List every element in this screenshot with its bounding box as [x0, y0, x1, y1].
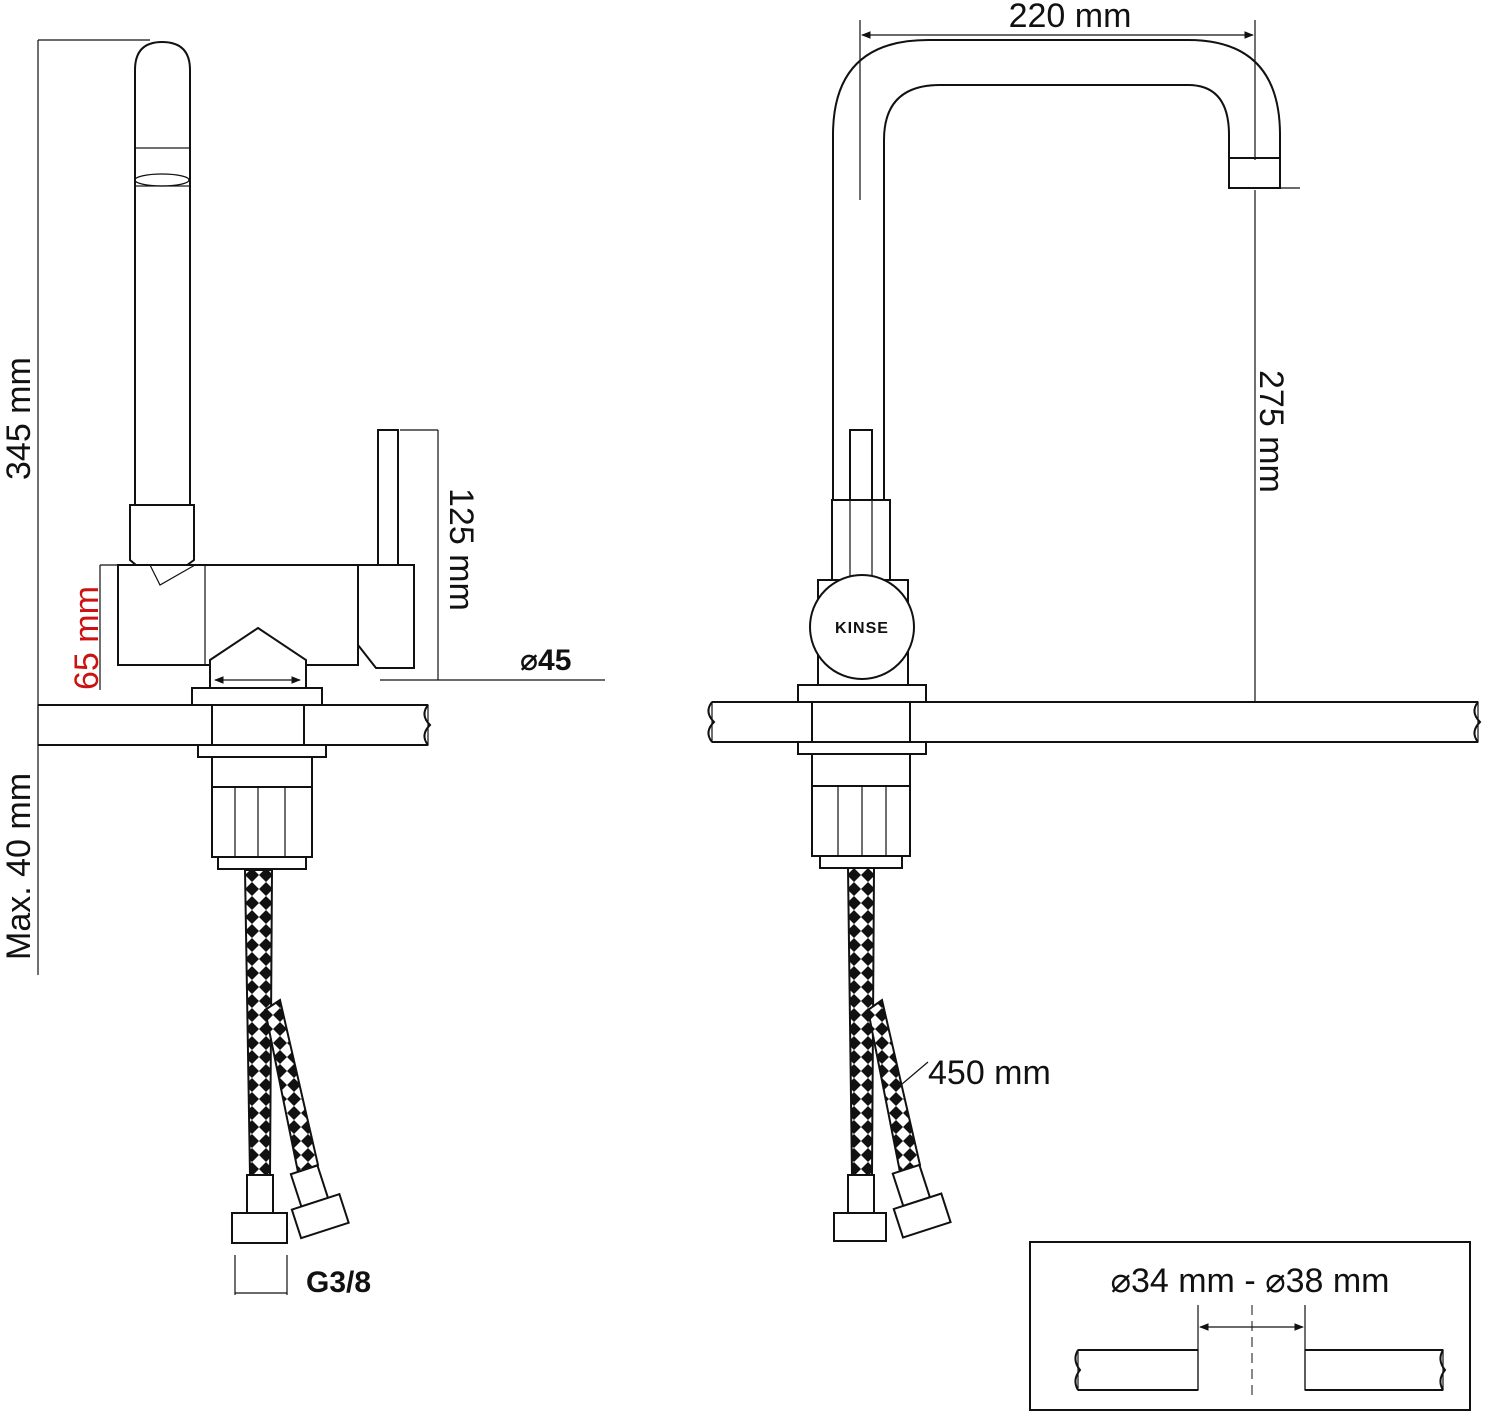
- logo-disc: [809, 574, 915, 680]
- connection-label: G3/8: [306, 1266, 371, 1299]
- spout-arc: [832, 39, 1281, 505]
- spout-column: [134, 40, 191, 505]
- hole-diameter-label: ⌀34 mm - ⌀38 mm: [1111, 1262, 1390, 1300]
- spout-reach-label: 220 mm: [1009, 0, 1132, 35]
- hole-diameter-inset: [1029, 1241, 1471, 1411]
- hose-right-2: [866, 998, 922, 1174]
- side-view: [37, 39, 605, 1295]
- brand-logo: KINSE: [835, 620, 889, 637]
- spout-height-label: 275 mm: [1252, 370, 1290, 493]
- hose-left-2: [263, 998, 320, 1174]
- max-thickness-label: Max. 40 mm: [0, 773, 38, 960]
- hose-length-label: 450 mm: [928, 1054, 1051, 1092]
- total-height-label: 345 mm: [0, 357, 38, 480]
- lever-height-label: 125 mm: [442, 488, 480, 611]
- base-diameter-label: ⌀45: [520, 644, 571, 677]
- lever-handle: [377, 429, 399, 581]
- body-height-label: 65 mm: [68, 586, 106, 690]
- front-view: KINSE: [707, 20, 1482, 1242]
